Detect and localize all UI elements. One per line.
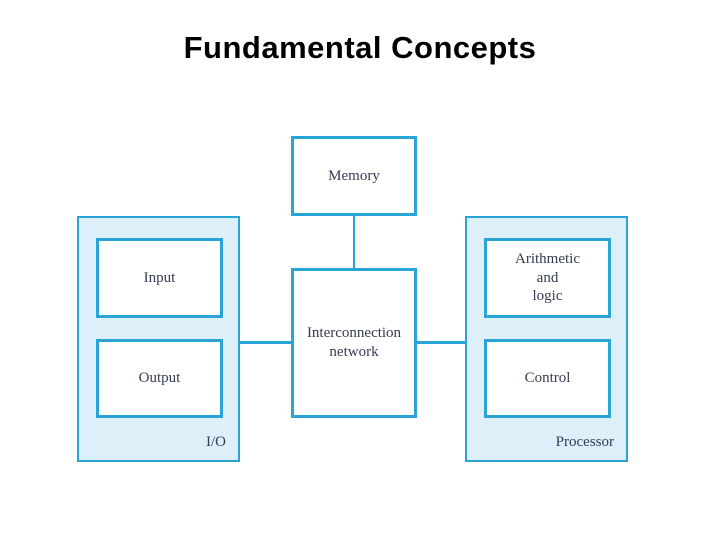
- processor-group: Arithmetic and logic Control Processor: [465, 216, 628, 462]
- arithmetic-logic-box: Arithmetic and logic: [484, 238, 611, 318]
- control-box: Control: [484, 339, 611, 418]
- interconnection-label-line1: Interconnection: [306, 325, 402, 342]
- slide-title: Fundamental Concepts: [183, 30, 537, 65]
- alu-label-line1: Arithmetic: [515, 250, 580, 267]
- connector-interconnection-processor: [417, 341, 465, 344]
- io-group: Input Output I/O: [77, 216, 240, 462]
- memory-box: Memory: [291, 136, 417, 216]
- input-label: Input: [143, 269, 176, 286]
- alu-label-line2: and: [536, 269, 559, 286]
- processor-group-caption: Processor: [555, 434, 614, 450]
- connector-memory-interconnection: [353, 216, 355, 268]
- control-label: Control: [524, 370, 571, 387]
- io-group-caption: I/O: [206, 434, 226, 450]
- input-box: Input: [96, 238, 223, 318]
- output-box: Output: [96, 339, 223, 418]
- interconnection-label-line2: network: [329, 344, 379, 360]
- connector-io-interconnection: [240, 341, 291, 344]
- output-label: Output: [138, 370, 181, 387]
- interconnection-network-box: Interconnection network: [291, 268, 417, 418]
- alu-label-line3: logic: [532, 288, 563, 305]
- memory-label: Memory: [328, 167, 380, 184]
